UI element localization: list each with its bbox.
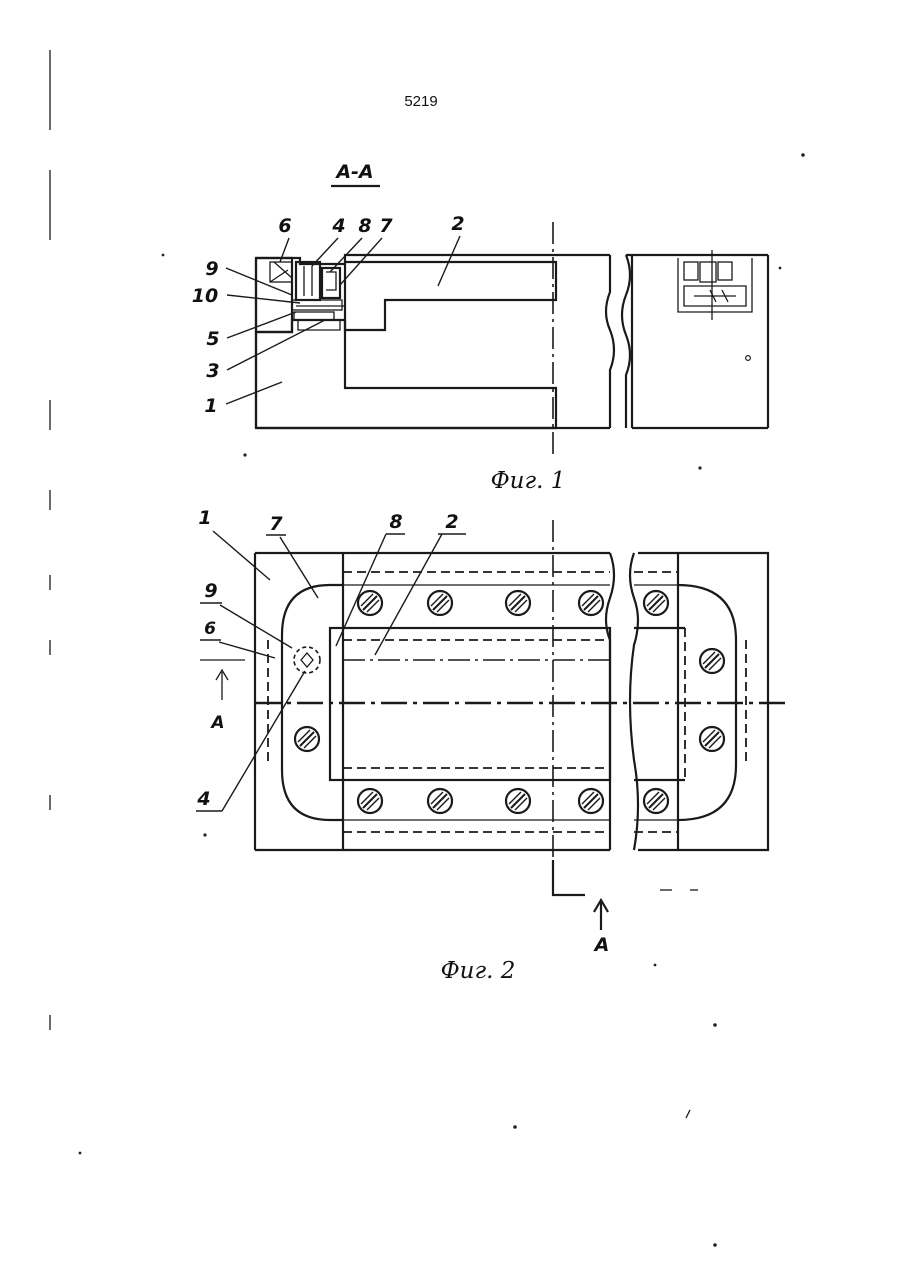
fig2-callout-8: 8: [389, 511, 402, 533]
fig2-caption: Фиг. 2: [441, 958, 516, 984]
right-end-seal-detail: [678, 250, 752, 320]
screw-icon: [700, 649, 724, 673]
fig1-callout-4: 4: [331, 215, 345, 237]
fig2-plan-view: А А 1 7 8 2 9 6 4 Фиг. 2: [196, 507, 790, 984]
fig1-callout-10: 10: [192, 285, 218, 307]
fig1-caption: Фиг. 1: [491, 468, 566, 494]
cut-marker-bottom-label: А: [593, 934, 610, 956]
screw-icon: [700, 727, 724, 751]
cover-part-2: [345, 262, 556, 330]
fig1-callout-5: 5: [206, 328, 219, 350]
screw-icon: [358, 591, 382, 615]
fig1-callout-2: 2: [451, 213, 464, 235]
screw-icon: [358, 789, 382, 813]
screw-icon: [644, 591, 668, 615]
section-marker-left: А: [200, 660, 245, 733]
fig1-callout-7: 7: [379, 215, 393, 237]
fig1-callout-1: 1: [204, 395, 217, 417]
screw-icon: [644, 789, 668, 813]
fig1-section-view: А-А: [192, 161, 768, 494]
fig1-callout-9: 9: [205, 258, 218, 280]
fig2-callout-7: 7: [269, 513, 283, 535]
section-label: А-А: [334, 161, 373, 183]
screw-icon: [428, 591, 452, 615]
fig1-callout-3: 3: [206, 360, 219, 382]
screw-icon: [579, 789, 603, 813]
fig2-callout-4: 4: [196, 788, 210, 810]
screw-icon: [295, 727, 319, 751]
plug-part-4: [294, 647, 320, 673]
screw-icon: [579, 591, 603, 615]
fig2-callout-2: 2: [445, 511, 458, 533]
fig1-callout-6: 6: [278, 215, 291, 237]
screw-icon: [506, 591, 530, 615]
fig1-callout-8: 8: [358, 215, 371, 237]
cut-marker-left-label: А: [209, 713, 224, 733]
fig2-callout-9: 9: [204, 580, 217, 602]
body-part-1: [256, 320, 556, 428]
fig2-callout-6: 6: [204, 619, 216, 639]
page-number: 5219: [404, 93, 437, 110]
screw-icon: [428, 789, 452, 813]
scan-margin-marks: [50, 50, 805, 1247]
section-marker-bottom: А: [553, 860, 609, 956]
seal-assembly-detail: [270, 262, 345, 330]
fig2-callout-1: 1: [198, 507, 211, 529]
screw-icon: [506, 789, 530, 813]
